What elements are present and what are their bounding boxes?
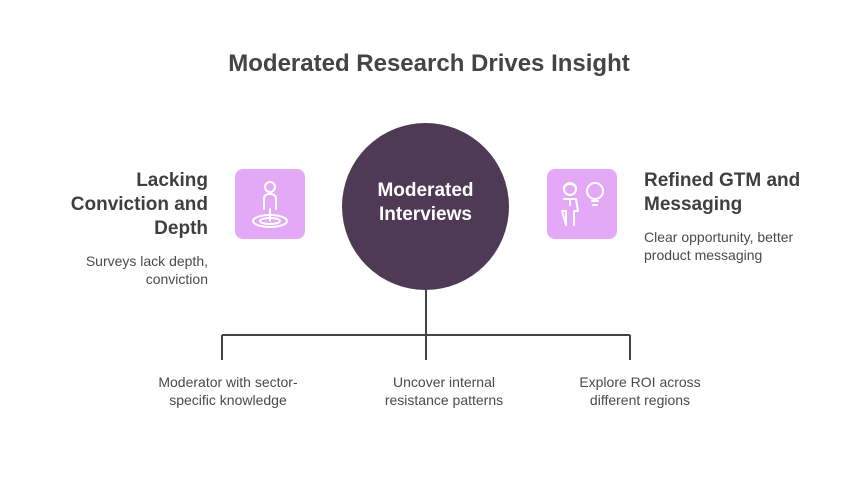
branch-3-line2: different regions bbox=[589, 392, 691, 408]
center-circle bbox=[342, 123, 509, 290]
left-desc-line1: Surveys lack depth, bbox=[85, 253, 208, 269]
right-desc-line1: Clear opportunity, better bbox=[644, 229, 794, 245]
center-label: Moderated Interviews bbox=[342, 179, 509, 227]
left-title-line2: Conviction and bbox=[70, 194, 208, 215]
branch-2-line1: Uncover internal bbox=[393, 374, 495, 390]
left-title-line1: Lacking bbox=[136, 170, 208, 191]
person-with-lightbulb-icon bbox=[561, 182, 604, 226]
branch-1-line1: Moderator with sector- bbox=[158, 374, 298, 390]
branch-3-line1: Explore ROI across bbox=[579, 374, 701, 390]
diagram-title: Moderated Research Drives Insight bbox=[228, 50, 630, 77]
left-title-line3: Depth bbox=[154, 218, 208, 239]
right-title-line2: Messaging bbox=[644, 194, 743, 215]
person-in-target-icon bbox=[252, 181, 288, 228]
right-desc-line2: product messaging bbox=[644, 247, 763, 263]
left-desc-line2: conviction bbox=[145, 271, 208, 287]
branch-label-3: Explore ROI across different regions bbox=[550, 373, 730, 409]
center-label-line1: Moderated bbox=[377, 180, 474, 201]
left-description: Surveys lack depth, conviction bbox=[86, 252, 208, 288]
right-description: Clear opportunity, better product messag… bbox=[644, 228, 793, 264]
branch-1-line2: specific knowledge bbox=[169, 392, 287, 408]
right-icon-box bbox=[547, 169, 617, 239]
right-title: Refined GTM and Messaging bbox=[644, 169, 800, 217]
right-title-line1: Refined GTM and bbox=[644, 170, 801, 191]
left-icon-box bbox=[235, 169, 305, 239]
branch-label-2: Uncover internal resistance patterns bbox=[354, 373, 534, 409]
left-title: Lacking Conviction and Depth bbox=[71, 169, 208, 241]
branch-label-1: Moderator with sector- specific knowledg… bbox=[138, 373, 318, 409]
center-label-line2: Interviews bbox=[379, 204, 472, 225]
branch-2-line2: resistance patterns bbox=[384, 392, 504, 408]
